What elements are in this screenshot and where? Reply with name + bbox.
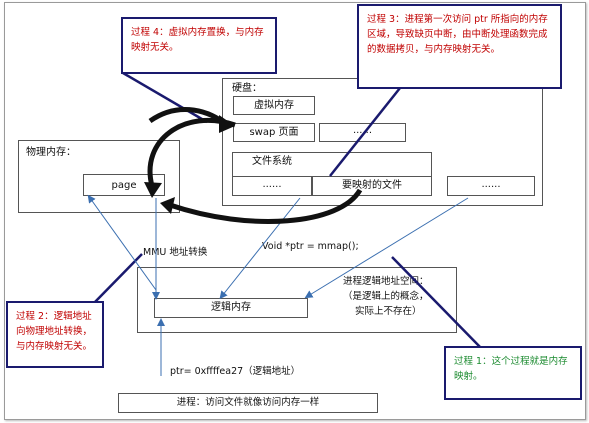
mmap-call-label: Void *ptr = mmap(); (262, 241, 359, 252)
address-space-line2: （是逻辑上的概念， (343, 291, 429, 302)
mmu-arrow-to-page (87, 194, 157, 291)
step1-note: 过程 1：这个过程就是内存映射。 (444, 346, 582, 400)
step2-text: 过程 2：逻辑地址向物理地址转换，与内存映射无关。 (16, 311, 93, 352)
step1-text: 过程 1：这个过程就是内存映射。 (454, 356, 568, 382)
address-space-line3: 实际上不存在） (355, 306, 422, 317)
step4-text: 过程 4：虚拟内存置换，与内存映射无关。 (131, 27, 264, 53)
file-to-logical-arrow (304, 197, 469, 299)
step1-leader-line (391, 256, 483, 350)
mapped-file-label: 要映射的文件 (342, 180, 402, 191)
logical-memory-label: 逻辑内存 (211, 302, 251, 313)
pagefault-curve-arrow (169, 188, 363, 224)
fs-ellipsis-right-box (447, 176, 535, 196)
fs-ellipsis-right-label: ...... (481, 179, 501, 190)
diagram-frame (4, 2, 586, 420)
mapped-file-box (312, 176, 432, 196)
logical-memory-box (154, 298, 308, 318)
fs-ellipsis-left-box (232, 176, 312, 196)
step4-leader-line (122, 71, 208, 124)
step2-note: 过程 2：逻辑地址向物理地址转换，与内存映射无关。 (6, 301, 104, 368)
fs-ellipsis-left-label: ...... (262, 179, 282, 190)
process-label: 进程：访问文件就像访问内存一样 (176, 397, 320, 408)
page-box (83, 174, 165, 196)
ptr-value-label: ptr= 0xffffea27（逻辑地址） (170, 366, 301, 377)
step3-text: 过程 3：进程第一次访问 ptr 所指向的内存区域，导致缺页中断，由中断处理函数… (367, 14, 548, 55)
swap-back-arrowhead (219, 115, 235, 133)
pagefault-curve-arrowhead (160, 197, 175, 214)
swap-curve-arrowhead (144, 182, 162, 198)
step4-note: 过程 4：虚拟内存置换，与内存映射无关。 (121, 17, 277, 74)
step3-note: 过程 3：进程第一次访问 ptr 所指向的内存区域，导致缺页中断，由中断处理函数… (357, 4, 562, 89)
swap-page-label: swap 页面 (249, 127, 299, 138)
virtual-memory-label: 虚拟内存 (254, 100, 294, 111)
swap-ellipsis-label: ...... (352, 125, 373, 136)
process-box (118, 393, 378, 413)
disk-title: 硬盘： (232, 83, 262, 94)
swap-ellipsis-box (319, 123, 406, 142)
step3-leader-line (329, 87, 401, 177)
physical-memory-title: 物理内存： (26, 147, 76, 158)
address-space-line1: 进程逻辑地址空间： (343, 276, 429, 287)
virtual-memory-box (233, 96, 315, 115)
mmu-label: MMU 地址转换 (143, 247, 208, 258)
step2-leader-line (93, 253, 143, 304)
swap-page-box (233, 123, 315, 142)
page-label: page (111, 180, 137, 191)
filesystem-label: 文件系统 (252, 156, 292, 167)
fs-to-logical-arrow (219, 197, 301, 300)
